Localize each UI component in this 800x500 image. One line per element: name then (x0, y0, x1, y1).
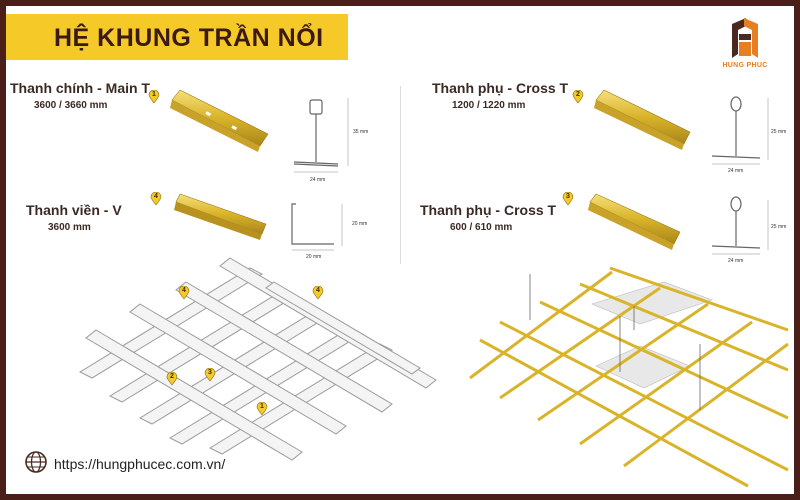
cross-t-1200-profile (711, 96, 761, 159)
main-t-bar (170, 89, 269, 152)
component-3-name: Thanh phụ - Cross T (420, 202, 557, 218)
brand-name: HUNG PHUC (722, 62, 768, 69)
dim-main-t-height: 35 mm (353, 129, 368, 135)
component-2-name: Thanh phụ - Cross T (432, 80, 569, 96)
website-url[interactable]: https://hungphucec.com.vn/ (54, 456, 226, 472)
marker-label: 1 (152, 91, 156, 98)
component-4-name: Thanh viền - V (26, 202, 122, 218)
component-1-size: 3600 / 3660 mm (34, 100, 108, 111)
section-divider (400, 86, 401, 264)
logo-mark-icon (732, 18, 758, 58)
cross-t-600-bar (588, 193, 681, 250)
marker-pin-icon: 2 (572, 90, 584, 104)
page-title: HỆ KHUNG TRẦN NỔI (54, 24, 324, 52)
marker-pin-icon: 3 (562, 192, 574, 206)
marker-pin-icon: 1 (148, 90, 160, 104)
marker-label: 4 (154, 193, 158, 200)
component-2-size: 1200 / 1220 mm (452, 100, 526, 111)
marker-label: 1 (260, 403, 264, 410)
cross-t-600-profile (711, 196, 761, 249)
dim-cross-t-600-width: 24 mm (728, 258, 743, 264)
brand-logo: HUNG PHUC (712, 18, 778, 80)
marker-label: 2 (576, 91, 580, 98)
marker-pin-icon: 4 (178, 286, 190, 300)
marker-pin-icon: 4 (312, 286, 324, 300)
marker-label: 4 (316, 287, 320, 294)
installed-grid-drawing (469, 266, 789, 488)
v-edge-bar (174, 193, 267, 240)
globe-icon (25, 451, 47, 473)
component-4-size: 3600 mm (48, 222, 91, 233)
marker-label: 2 (170, 373, 174, 380)
dim-cross-t-600-height: 25 mm (771, 224, 786, 230)
component-1-name: Thanh chính - Main T (10, 80, 150, 96)
main-t-profile (293, 99, 339, 167)
exploded-grid-drawing (78, 257, 437, 461)
marker-pin-icon: 2 (166, 372, 178, 386)
component-3-size: 600 / 610 mm (450, 222, 513, 233)
cross-t-1200-bar (594, 89, 691, 150)
marker-pin-icon: 3 (204, 368, 216, 382)
marker-label: 3 (208, 369, 212, 376)
dim-v-height: 20 mm (352, 221, 367, 227)
marker-label: 3 (566, 193, 570, 200)
marker-pin-icon: 1 (256, 402, 268, 416)
marker-pin-icon: 4 (150, 192, 162, 206)
v-edge-profile (291, 203, 334, 245)
title-banner: HỆ KHUNG TRẦN NỔI (6, 14, 348, 60)
dim-cross-t-1200-width: 24 mm (728, 168, 743, 174)
marker-label: 4 (182, 287, 186, 294)
dim-v-width: 20 mm (306, 254, 321, 260)
dim-cross-t-1200-height: 25 mm (771, 129, 786, 135)
dim-main-t-width: 24 mm (310, 177, 325, 183)
